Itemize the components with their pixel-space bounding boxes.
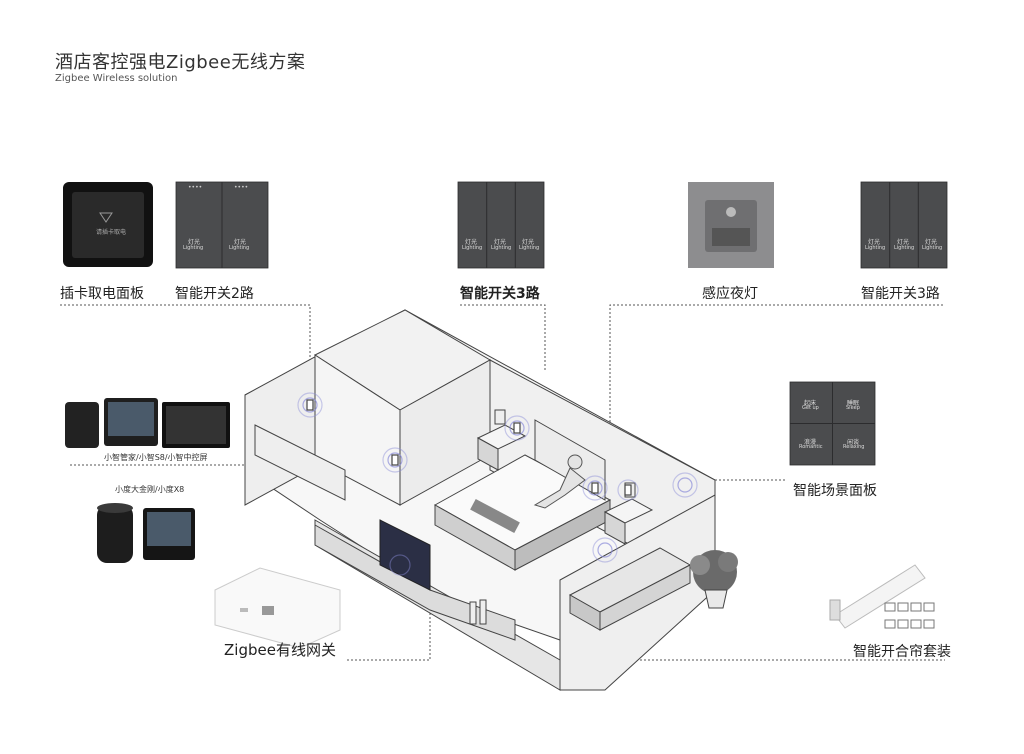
switch3r-key1-text: 灯光 — [868, 239, 881, 246]
scene-key4-text: 闲谈 — [847, 439, 860, 446]
switch-3-center-device — [457, 181, 545, 269]
switch2-key1-text: 灯光 — [188, 239, 201, 246]
card-panel-device — [63, 182, 153, 267]
switch3r-key1-sub: Lighting — [865, 245, 886, 251]
switch3c-key2-sub: Lighting — [491, 245, 512, 251]
scene-key3-sub: Romantic — [799, 444, 823, 450]
svg-text:••••: •••• — [234, 184, 248, 191]
connector-switch3-center — [460, 304, 546, 370]
switch-3-right-device — [860, 181, 948, 269]
signal-rings — [297, 392, 698, 576]
speakers-row2-label: 小度大金刚/小度X8 — [115, 485, 185, 494]
switch2-key1-sub: Lighting — [183, 245, 204, 251]
scene-panel-device — [789, 381, 876, 466]
page-title: 酒店客控强电Zigbee无线方案 — [55, 52, 306, 73]
scene-panel-label: 智能场景面板 — [793, 483, 877, 499]
gateway-label: Zigbee有线网关 — [224, 641, 336, 659]
page-subtitle: Zigbee Wireless solution — [55, 73, 178, 84]
switch3c-key1-text: 灯光 — [465, 239, 478, 246]
svg-text:••••: •••• — [188, 184, 202, 191]
scene-key1-text: 起床 — [804, 400, 817, 407]
switch3-right-label: 智能开关3路 — [861, 286, 940, 302]
switch3c-key3-sub: Lighting — [519, 245, 540, 251]
night-light-device — [688, 182, 774, 268]
switch3c-key1-sub: Lighting — [462, 245, 483, 251]
gateway-device — [214, 567, 341, 649]
night-light-label: 感应夜灯 — [702, 286, 758, 302]
switch3r-key2-sub: Lighting — [894, 245, 915, 251]
switch2-key2-sub: Lighting — [229, 245, 250, 251]
switch3r-key3-sub: Lighting — [922, 245, 943, 251]
switch2-label: 智能开关2路 — [175, 286, 254, 302]
switch-2-device: •••• •••• — [175, 181, 269, 269]
switch3r-key3-text: 灯光 — [925, 239, 938, 246]
switch3-center-label: 智能开关3路 — [460, 286, 540, 302]
desk-items — [254, 424, 487, 625]
speaker-devices-row1 — [65, 398, 230, 448]
curtain-motor-device — [829, 564, 935, 629]
person-figure — [533, 454, 586, 509]
scene-key1-sub: Get up — [802, 405, 819, 411]
curtain-label: 智能开合帘套装 — [853, 644, 951, 660]
switch3r-key2-text: 灯光 — [897, 239, 910, 246]
speakers-row1-label: 小智管家/小智S8/小智中控屏 — [104, 453, 208, 462]
speaker-devices-row2 — [97, 503, 195, 563]
scene-key3-text: 浪漫 — [804, 439, 817, 446]
switch3c-key3-text: 灯光 — [522, 239, 535, 246]
scene-key2-text: 睡眠 — [847, 400, 860, 407]
card-panel-text: 请插卡取电 — [96, 229, 127, 236]
connector-night-light — [609, 304, 945, 450]
switch3c-key2-text: 灯光 — [494, 239, 507, 246]
tv — [379, 519, 431, 591]
card-panel-label: 插卡取电面板 — [60, 286, 144, 302]
plant — [690, 550, 738, 609]
switch2-key2-text: 灯光 — [234, 239, 247, 246]
scene-key4-sub: Relaxing — [843, 444, 865, 450]
scene-key2-sub: Sleep — [846, 405, 860, 411]
